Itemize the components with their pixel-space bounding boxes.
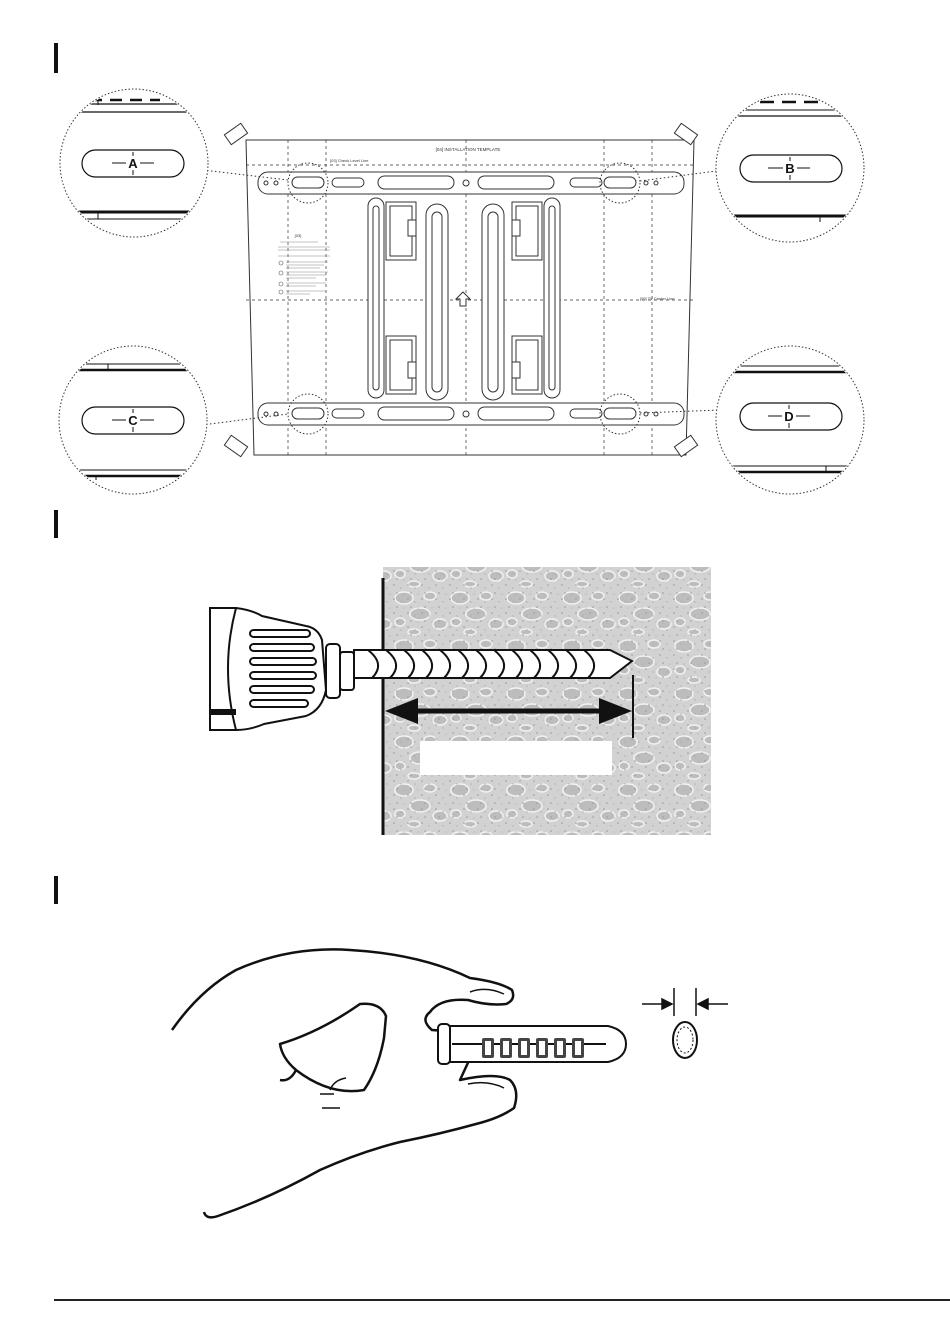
top-mounting-rail <box>258 172 684 194</box>
installation-template-figure: [04] INSTALLATION TEMPLATE [03] Check Le… <box>0 0 950 500</box>
drill-depth-label-box <box>420 741 612 775</box>
callout-d-label: D <box>784 409 793 424</box>
hole-diameter-indicator <box>642 988 728 1058</box>
concrete-wall <box>383 567 711 835</box>
side-panel-header: [03] <box>295 233 302 238</box>
step-3-marker <box>54 876 58 904</box>
callout-b-magnifier: B <box>716 94 866 242</box>
check-level-label: [03] Check Level Line <box>330 158 369 163</box>
callout-c-magnifier: C <box>59 346 209 494</box>
hand-drawing <box>172 949 516 1217</box>
drill-bit <box>354 650 632 678</box>
drill-body <box>210 608 354 730</box>
callout-a-magnifier: A <box>60 89 210 237</box>
callout-d-magnifier: D <box>716 346 866 494</box>
wall-anchor <box>438 1024 626 1064</box>
callout-a-label: A <box>128 156 138 171</box>
template-title: [04] INSTALLATION TEMPLATE <box>436 147 501 152</box>
footer-rule <box>54 1299 950 1301</box>
step-2-marker <box>54 510 58 538</box>
center-line-label: [05] TV Center Line <box>640 296 675 301</box>
anchor-insertion-figure <box>0 920 950 1240</box>
callout-c-label: C <box>128 413 138 428</box>
bottom-mounting-rail <box>258 403 684 425</box>
callout-b-label: B <box>785 161 794 176</box>
drilling-figure <box>0 540 950 860</box>
